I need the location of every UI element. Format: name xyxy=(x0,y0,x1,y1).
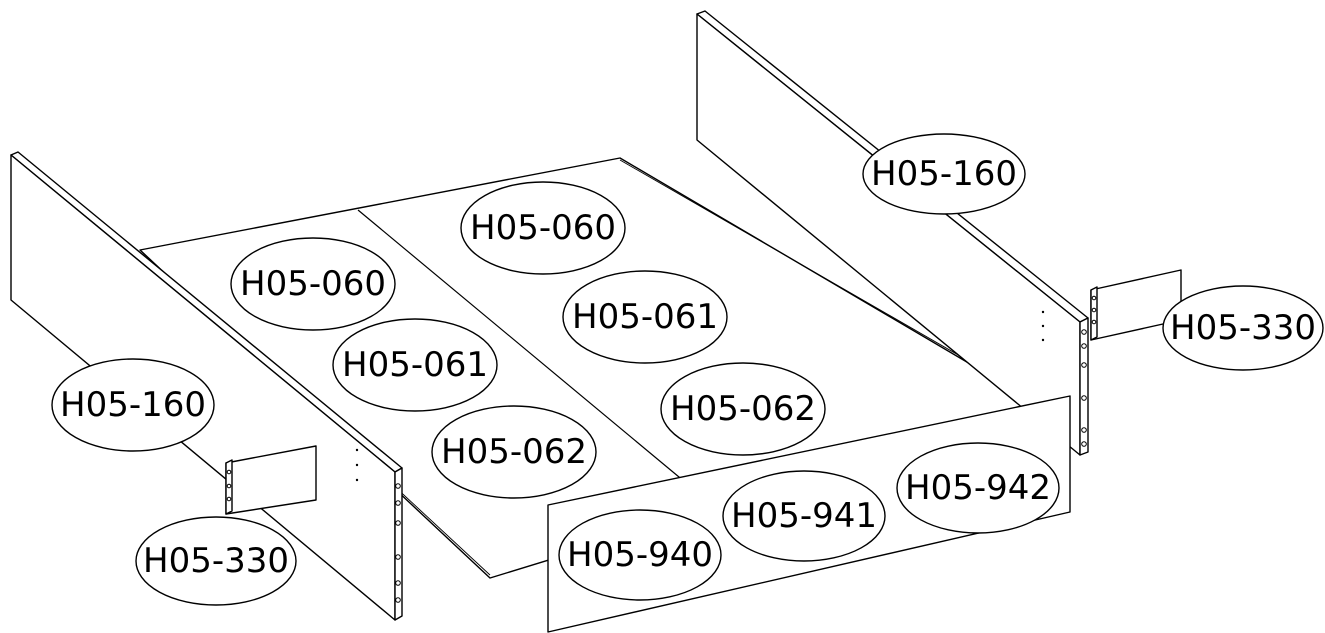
callout-end-block-right: H05-330 xyxy=(1162,285,1324,371)
callout-slat-right-3: H05-062 xyxy=(660,362,826,456)
callout-slat-right-2: H05-061 xyxy=(562,270,728,364)
callout-text: H05-060 xyxy=(470,208,616,248)
callout-front-part-2: H05-941 xyxy=(722,470,886,562)
callout-text: H05-330 xyxy=(143,541,289,581)
callout-text: H05-060 xyxy=(240,264,386,304)
callout-text: H05-160 xyxy=(871,154,1017,194)
callout-slat-left-3: H05-062 xyxy=(431,405,597,499)
end-block-right xyxy=(1090,269,1182,341)
callout-text: H05-160 xyxy=(60,385,206,425)
callout-text: H05-941 xyxy=(731,496,877,536)
panel-holes-right xyxy=(1041,310,1087,447)
callout-slat-left-1: H05-060 xyxy=(230,237,396,331)
callout-text: H05-061 xyxy=(342,345,488,385)
callout-slat-right-1: H05-060 xyxy=(460,181,626,275)
callout-front-part-1: H05-940 xyxy=(558,509,722,601)
callout-text: H05-942 xyxy=(905,468,1051,508)
callout-side-panel-left: H05-160 xyxy=(51,358,215,452)
callout-text: H05-062 xyxy=(670,389,816,429)
callout-slat-left-2: H05-061 xyxy=(332,318,498,412)
callout-text: H05-330 xyxy=(1170,308,1316,348)
callout-text: H05-061 xyxy=(572,297,718,337)
callout-text: H05-062 xyxy=(441,432,587,472)
panel-holes-left xyxy=(355,448,401,603)
end-block-left xyxy=(225,445,317,515)
callout-side-panel-right: H05-160 xyxy=(862,133,1026,215)
callout-text: H05-940 xyxy=(567,535,713,575)
callout-end-block-left: H05-330 xyxy=(135,516,297,606)
callout-front-part-3: H05-942 xyxy=(896,442,1060,534)
